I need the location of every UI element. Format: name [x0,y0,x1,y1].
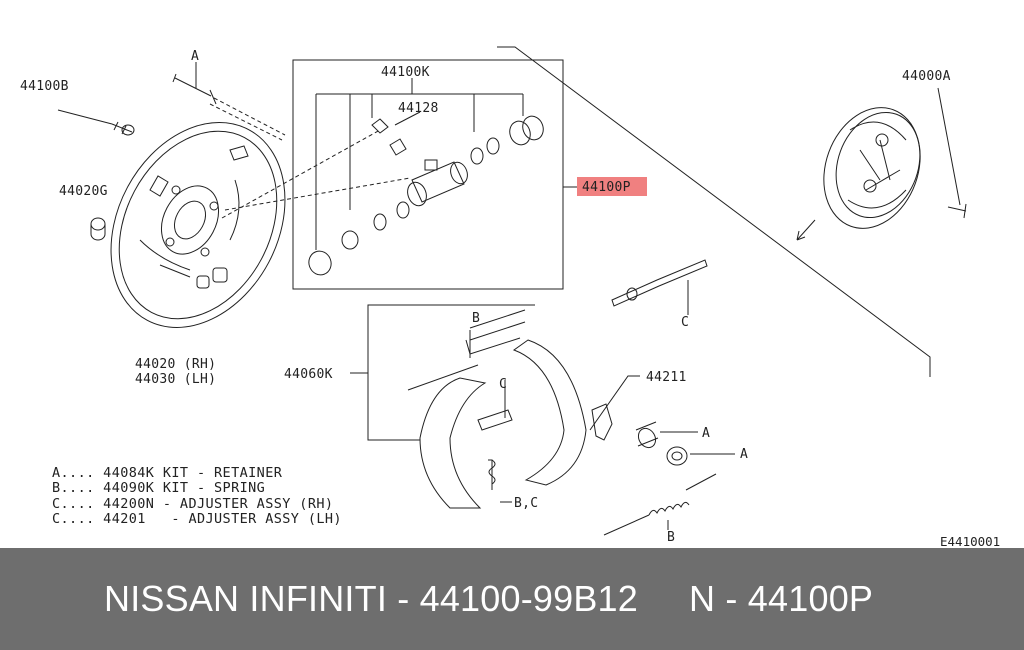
label-44030-lh: 44030 (LH) [135,372,216,387]
label-c-cable: C [681,315,689,330]
label-44211: 44211 [646,370,687,385]
footer-bar: NISSAN INFINITI - 44100-99B12 N - 44100P [0,548,1024,650]
backing-plate-drawing [110,122,286,328]
label-44100b: 44100B [20,79,69,94]
label-44128: 44128 [398,101,439,116]
label-bc: B,C [514,496,538,511]
highlight-44100p [577,177,647,196]
legend-line-c-rh: C.... 44200N - ADJUSTER ASSY (RH) [52,495,334,512]
label-44100p: 44100P [582,180,631,195]
wheel-cylinder-drawing [308,115,544,276]
label-a-top: A [191,49,199,64]
drawing-code: E4410001 [940,534,1000,548]
label-44060k: 44060K [284,367,333,382]
legend-line-b: B.... 44090K KIT - SPRING [52,480,266,497]
label-b-lower: B [667,530,675,545]
label-44000a: 44000A [902,69,951,84]
legend-line-c-lh: C.... 44201 - ADJUSTER ASSY (LH) [52,511,342,528]
label-44100k: 44100K [381,65,430,80]
label-a-retainer1: A [702,426,710,441]
label-44020g: 44020G [59,184,108,199]
legend-line-a: A.... 44084K KIT - RETAINER [52,465,283,481]
label-44020-rh: 44020 (RH) [135,357,216,372]
footer-part-number: NISSAN INFINITI - 44100-99B12 N - 44100P [104,578,874,619]
label-a-retainer2: A [740,447,748,462]
brake-shoes-drawing [407,309,587,509]
label-b-spring: B [472,311,480,326]
label-c-adjuster: C [499,377,507,392]
brake-parts-diagram: 44100B A 44100K 44128 44100P 44000A 4402… [20,46,1000,548]
brake-assembly-drawing [796,87,967,241]
